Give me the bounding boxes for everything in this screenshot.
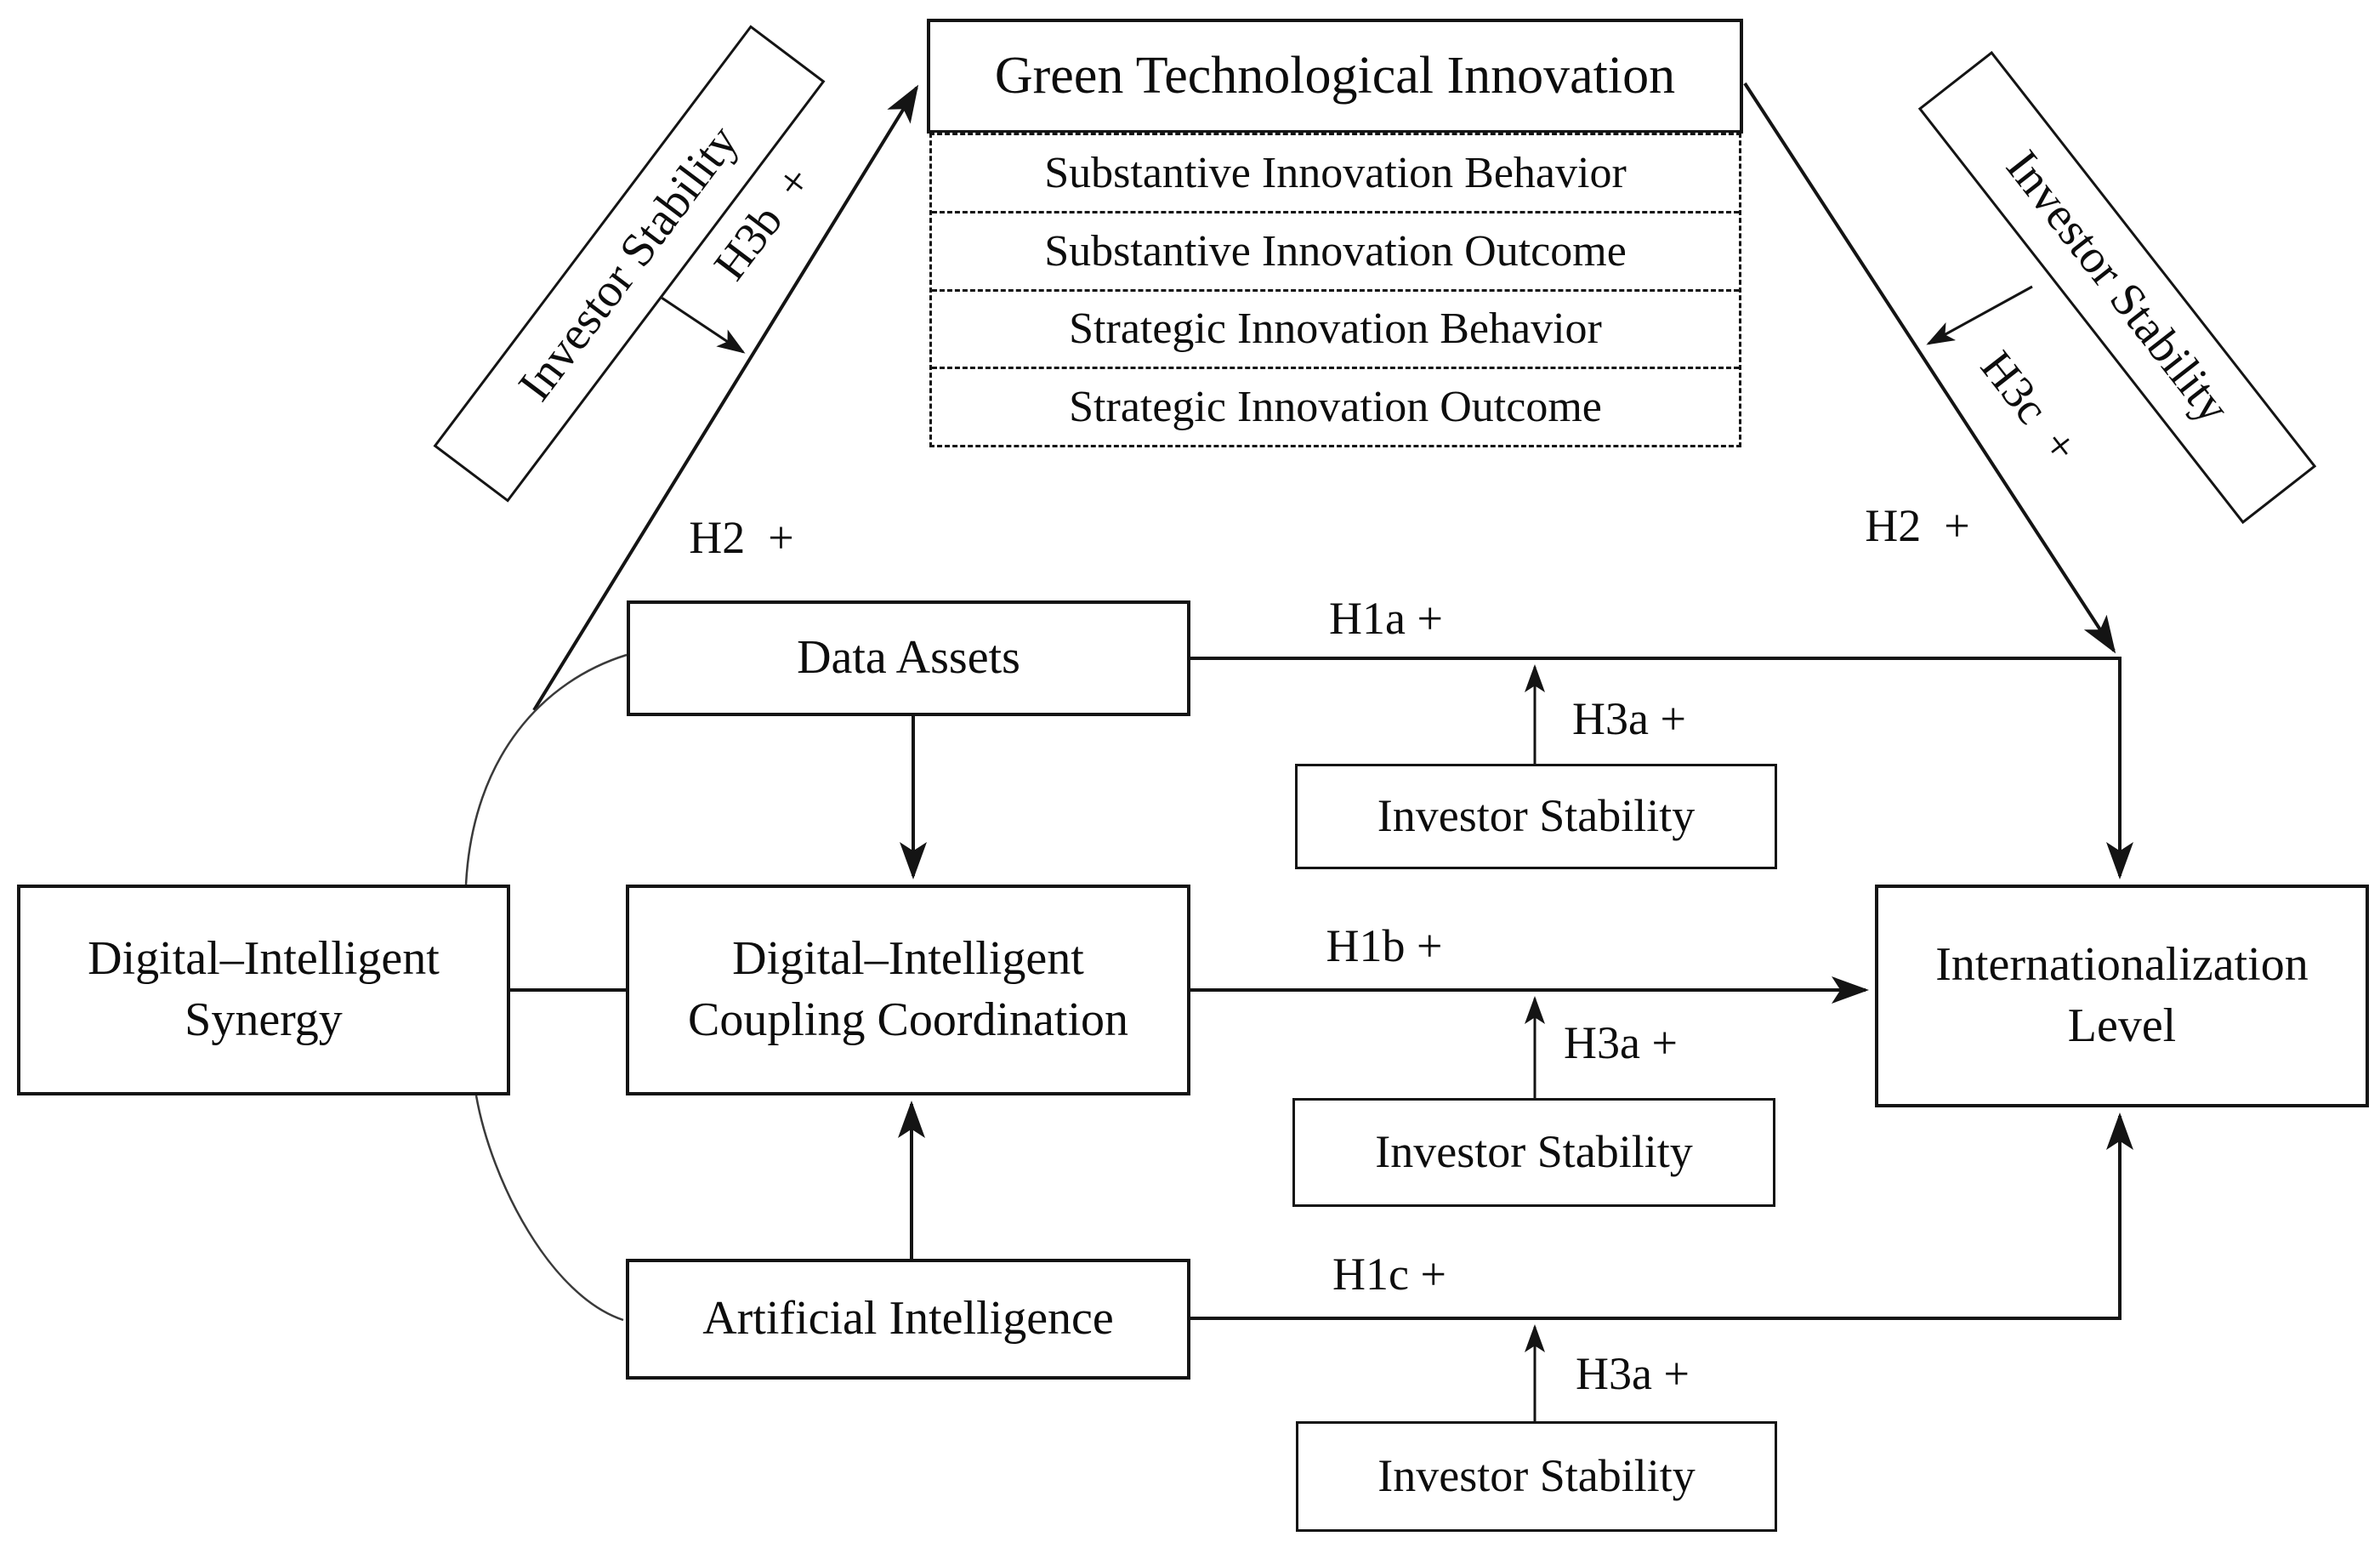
label-h2-right: H2 + [1865,500,1970,551]
investor-stability-label: Investor Stability [1377,790,1696,842]
investor-stability-mid-1-box: Investor Stability [1295,764,1777,869]
investor-stability-label: Investor Stability [1375,1126,1693,1178]
arrow-h1c [1190,1112,2133,1320]
investor-stability-label: Investor Stability [1377,1450,1696,1502]
label-h1a: H1a + [1329,593,1443,644]
label-h1c: H1c + [1332,1249,1446,1300]
green-technological-innovation-label: Green Technological Innovation [994,46,1676,105]
innovation-row-strategic-outcome: Strategic Innovation Outcome [932,367,1739,445]
label-h3a-1: H3a + [1572,693,1686,744]
curve-synergy-to-artificial-intelligence [474,1095,624,1322]
artificial-intelligence-box: Artificial Intelligence [626,1259,1190,1380]
investor-stability-mid-2-box: Investor Stability [1292,1098,1775,1207]
investor-stability-bottom-box: Investor Stability [1296,1421,1777,1532]
arrow-h2-to-green-innovation [532,84,919,712]
data-assets-box: Data Assets [627,600,1190,716]
data-assets-label: Data Assets [797,631,1020,685]
arrow-green-innovation-to-internationalization [1743,82,2116,654]
label-h3a-2: H3a + [1564,1017,1678,1068]
arrow-h3b [656,293,746,354]
label-h1b: H1b + [1326,920,1443,971]
innovation-row-substantive-outcome: Substantive Innovation Outcome [932,210,1739,289]
label-h3a-3: H3a + [1576,1348,1690,1399]
curve-synergy-to-data-assets [464,653,628,885]
artificial-intelligence-label: Artificial Intelligence [702,1292,1114,1346]
arrow-h3c [1926,285,2033,345]
innovation-row-substantive-behavior: Substantive Innovation Behavior [1044,148,1627,197]
green-technological-innovation-box: Green Technological Innovation [927,19,1743,134]
label-h2-left: H2 + [689,512,794,563]
arrow-h1a [1190,657,2133,879]
innovation-row-strategic-behavior: Strategic Innovation Behavior [932,288,1739,367]
innovation-dimensions-box: Substantive Innovation Behavior Substant… [929,133,1741,447]
